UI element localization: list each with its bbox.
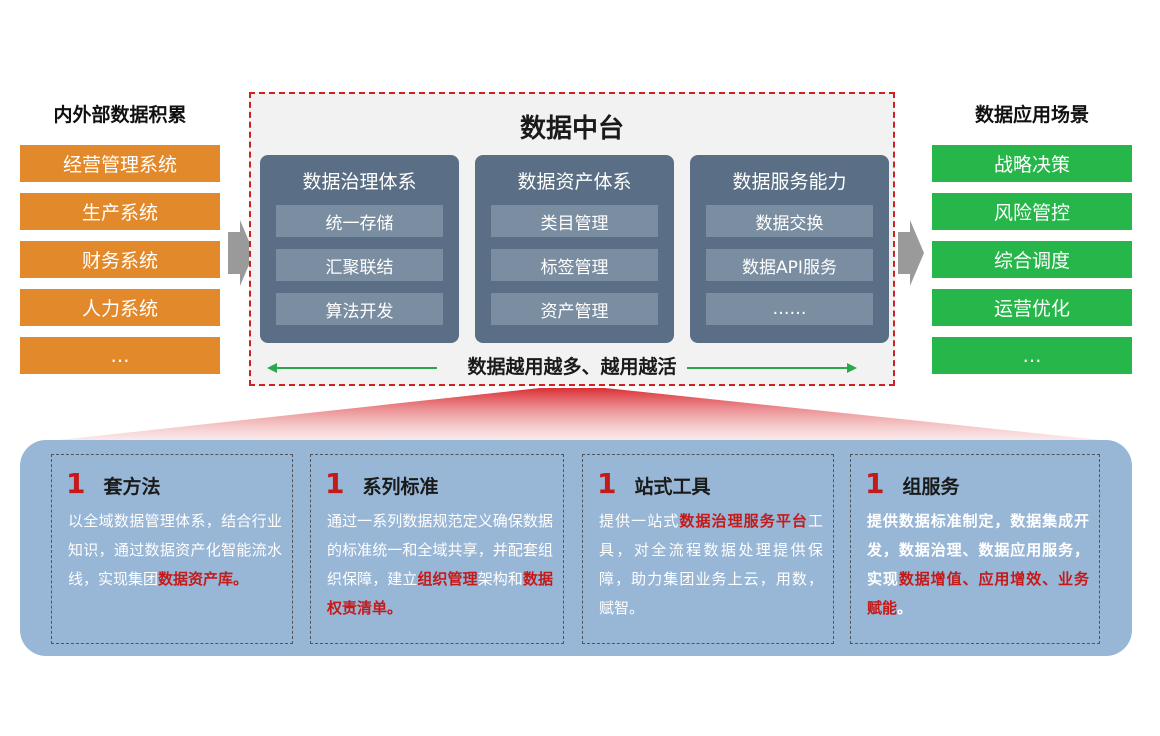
methodology-panel: 1 套方法 以全域数据管理体系，结合行业知识，通过数据资产化智能流水线，实现集团… <box>20 440 1132 656</box>
highlight-text: 组织管理 <box>417 570 478 588</box>
body-text: 提供一站式 <box>599 512 680 530</box>
pillar-item: 类目管理 <box>491 205 658 237</box>
highlight-text: 数据资产库。 <box>158 570 249 588</box>
card-method: 1 套方法 以全域数据管理体系，结合行业知识，通过数据资产化智能流水线，实现集团… <box>51 454 293 644</box>
application-item-strategy: 战略决策 <box>932 145 1132 182</box>
card-number: 1 <box>597 467 617 500</box>
card-title: 站式工具 <box>634 476 711 498</box>
pillar-title: 数据治理体系 <box>302 171 417 193</box>
platform-title: 数据中台 <box>519 114 624 144</box>
highlight-text: 数据权责清单。 <box>327 570 553 617</box>
pillar-services: 数据服务能力 数据交换 数据API服务 …… <box>690 155 889 343</box>
left-double-arrow-icon <box>267 363 437 373</box>
card-number: 1 <box>865 467 885 500</box>
pillar-item: 汇聚联结 <box>276 249 443 281</box>
application-item-risk: 风险管控 <box>932 193 1132 230</box>
pillar-assets: 数据资产体系 类目管理 标签管理 资产管理 <box>475 155 674 343</box>
body-text: 通过一系列数据规范定义确保数据的标准统一和全域共享，并配套组织保障，建立 <box>327 512 553 588</box>
source-column-title: 内外部数据积累 <box>53 104 187 126</box>
source-item-more: … <box>20 337 220 374</box>
body-text: 。 <box>897 599 913 617</box>
source-item-finance: 财务系统 <box>20 241 220 278</box>
pillar-item: 算法开发 <box>276 293 443 325</box>
body-text: 架构和 <box>477 570 523 588</box>
application-item-operations: 运营优化 <box>932 289 1132 326</box>
card-number: 1 <box>325 467 345 500</box>
right-double-arrow-icon <box>687 363 857 373</box>
highlight-text: 数据增值、应用增效、业务赋能 <box>867 570 1089 617</box>
body-text: 工具，对全流程数据处理提供保障，助力集团业务上云，用数，赋智。 <box>599 512 823 617</box>
platform-caption: 数据越用越多、越用越活 <box>467 356 677 378</box>
card-services: 1 组服务 提供数据标准制定，数据集成开发，数据治理、数据应用服务， 实现数据增值… <box>850 454 1100 644</box>
source-item-hr: 人力系统 <box>20 289 220 326</box>
card-standards: 1 系列标准 通过一系列数据规范定义确保数据的标准统一和全域共享，并配套组织保障… <box>310 454 564 644</box>
pillar-title: 数据资产体系 <box>517 171 632 193</box>
card-title: 组服务 <box>902 476 960 498</box>
application-item-more: … <box>932 337 1132 374</box>
input-arrow-icon <box>228 220 254 286</box>
pillar-title: 数据服务能力 <box>732 171 847 193</box>
pillar-governance: 数据治理体系 统一存储 汇聚联结 算法开发 <box>260 155 459 343</box>
body-text: 以全域数据管理体系，结合行业知识，通过数据资产化智能流水线，实现集团 <box>68 512 282 588</box>
highlight-text: 数据治理服务平台 <box>679 512 808 530</box>
card-body: 以全域数据管理体系，结合行业知识，通过数据资产化智能流水线，实现集团数据资产库。 <box>68 507 282 594</box>
pillar-item: 数据API服务 <box>706 249 873 281</box>
pillar-item: 标签管理 <box>491 249 658 281</box>
source-item-production: 生产系统 <box>20 193 220 230</box>
card-body: 提供数据标准制定，数据集成开发，数据治理、数据应用服务， 实现数据增值、应用增效、… <box>867 507 1089 623</box>
card-body: 通过一系列数据规范定义确保数据的标准统一和全域共享，并配套组织保障，建立组织管理… <box>327 507 553 623</box>
source-item-ops: 经营管理系统 <box>20 145 220 182</box>
card-tools: 1 站式工具 提供一站式数据治理服务平台工具，对全流程数据处理提供保障，助力集团… <box>582 454 834 644</box>
card-number: 1 <box>66 467 86 500</box>
body-text: 提供数据标准制定，数据集成开发，数据治理、数据应用服务， <box>867 512 1089 559</box>
card-title: 系列标准 <box>362 476 439 498</box>
data-platform: 数据中台 数据治理体系 统一存储 汇聚联结 算法开发 数据资产体系 类目管理 标… <box>249 92 895 386</box>
application-item-dispatch: 综合调度 <box>932 241 1132 278</box>
application-column-title: 数据应用场景 <box>974 104 1089 126</box>
pillar-item: 数据交换 <box>706 205 873 237</box>
pillar-item: 统一存储 <box>276 205 443 237</box>
body-text: 实现 <box>867 570 899 588</box>
card-body: 提供一站式数据治理服务平台工具，对全流程数据处理提供保障，助力集团业务上云，用数… <box>599 507 823 623</box>
pillar-item: 资产管理 <box>491 293 658 325</box>
output-arrow-icon <box>898 220 924 286</box>
card-title: 套方法 <box>103 476 161 498</box>
pillar-item: …… <box>706 293 873 325</box>
